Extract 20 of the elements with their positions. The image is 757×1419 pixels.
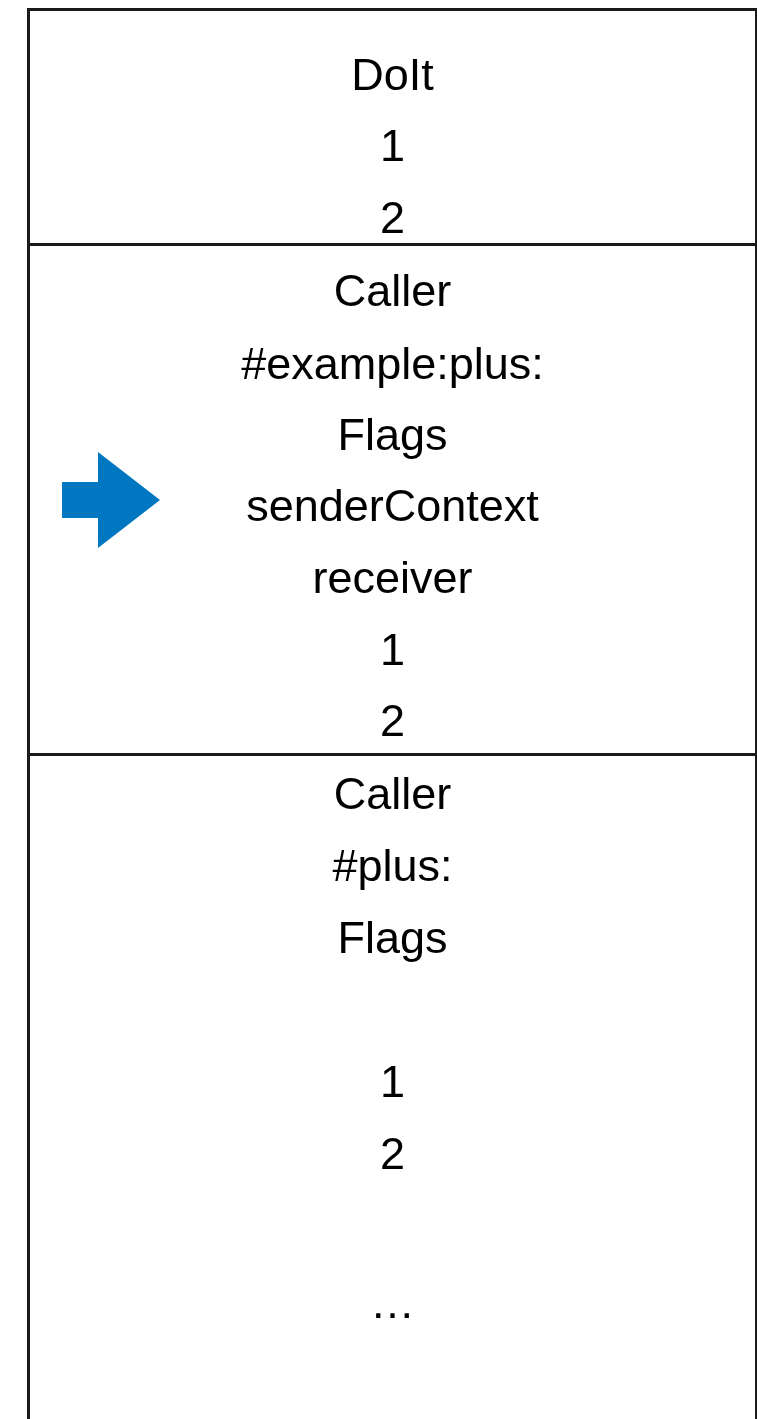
- stack-frame-box: [27, 753, 757, 1419]
- frame-slot-text: receiver: [312, 551, 473, 605]
- frame-slot-text: …: [370, 1276, 415, 1330]
- stack-frame-box: [27, 243, 757, 756]
- frame-slot-text: DoIt: [351, 48, 434, 102]
- frame-slot-text: 1: [380, 119, 405, 173]
- frame-slot-text: 2: [380, 1127, 405, 1181]
- frame-slot-text: senderContext: [246, 479, 539, 533]
- frame-slot-text: 1: [380, 1055, 405, 1109]
- frame-slot-text: Flags: [337, 408, 448, 462]
- frame-slot-text: Caller: [333, 264, 452, 318]
- frame-slot-text: 2: [380, 191, 405, 245]
- frame-slot-text: 1: [380, 623, 405, 677]
- arrow: [62, 452, 160, 548]
- frame-slot-text: 2: [380, 694, 405, 748]
- stack-frame-box: [27, 8, 757, 246]
- frame-slot-text: Flags: [337, 911, 448, 965]
- frame-slot-text: #example:plus:: [241, 337, 544, 391]
- frame-slot-text: #plus:: [332, 839, 453, 893]
- frame-slot-text: Caller: [333, 767, 452, 821]
